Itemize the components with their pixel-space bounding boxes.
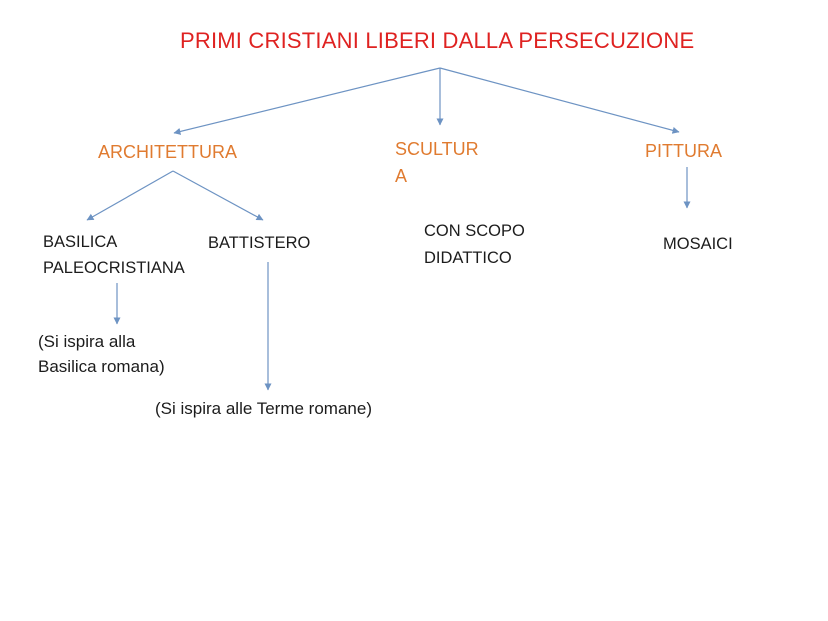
node-scultura: SCULTUR A [395, 139, 479, 186]
connector-architettura-basilica [86, 170, 174, 221]
connector-title-architettura [173, 67, 441, 135]
node-pittura: PITTURA [645, 141, 723, 161]
connector-title-pittura [439, 67, 680, 134]
connector-architettura-battistero [172, 170, 264, 221]
node-mosaici: MOSAICI [663, 235, 733, 253]
note-terme-romane: (Si ispira alle Terme romane) [155, 399, 372, 418]
node-basilica-paleocristiana: BASILICA PALEOCRISTIANA [43, 233, 185, 277]
node-con-scopo-didattico: CON SCOPO DIDATTICO [424, 222, 525, 267]
page-title: PRIMI CRISTIANI LIBERI DALLA PERSECUZION… [180, 28, 695, 53]
note-basilica-romana: (Si ispira alla Basilica romana) [38, 332, 165, 376]
node-architettura: ARCHITETTURA [98, 142, 237, 162]
node-battistero: BATTISTERO [208, 234, 311, 252]
